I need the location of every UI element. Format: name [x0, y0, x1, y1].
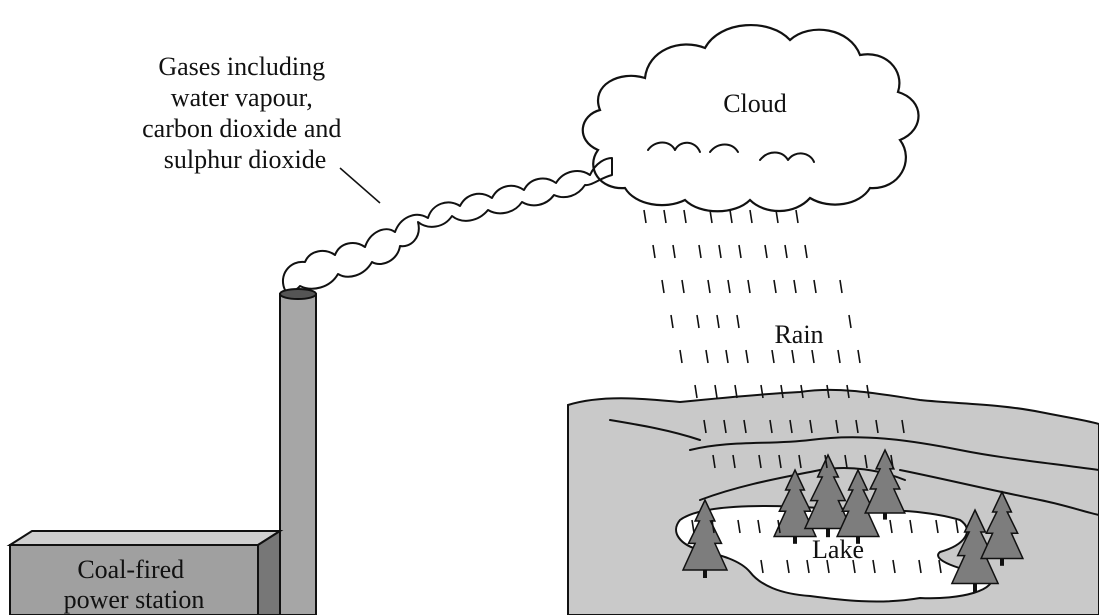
- station-label: Coal-fired power station: [64, 555, 205, 614]
- raindrop: [737, 315, 739, 328]
- gases-label-line-4: sulphur dioxide: [164, 145, 327, 174]
- raindrop: [673, 245, 675, 258]
- raindrop: [653, 245, 655, 258]
- raindrop: [746, 350, 748, 363]
- gases-label-line-3: carbon dioxide and: [142, 114, 341, 143]
- raindrop: [772, 350, 774, 363]
- rain-label: Rain: [774, 320, 823, 349]
- gases-label-line-1: Gases including: [158, 52, 325, 81]
- raindrop: [858, 350, 860, 363]
- lake-label: Lake: [812, 535, 864, 564]
- smoke-plume: [283, 158, 612, 292]
- raindrop: [774, 280, 776, 293]
- raindrop: [682, 280, 684, 293]
- building-side: [258, 531, 280, 615]
- raindrop: [662, 280, 664, 293]
- raindrop: [812, 350, 814, 363]
- raindrop: [814, 280, 816, 293]
- raindrop: [671, 315, 673, 328]
- raindrop: [838, 350, 840, 363]
- raindrop: [785, 245, 787, 258]
- building-top: [10, 531, 280, 545]
- raindrop: [792, 350, 794, 363]
- gases-label-line-2: water vapour,: [171, 83, 313, 112]
- raindrop: [794, 280, 796, 293]
- raindrop: [719, 245, 721, 258]
- raindrop: [805, 245, 807, 258]
- raindrop: [664, 210, 666, 223]
- raindrop: [717, 315, 719, 328]
- raindrop: [750, 210, 752, 223]
- raindrop: [715, 385, 717, 398]
- raindrop: [706, 350, 708, 363]
- raindrop: [796, 210, 798, 223]
- chimney-stack: [280, 294, 316, 615]
- raindrop: [697, 315, 699, 328]
- gases-leader-line: [340, 168, 380, 203]
- cloud-label: Cloud: [723, 89, 787, 118]
- raindrop: [680, 350, 682, 363]
- raindrop: [708, 280, 710, 293]
- raindrop: [695, 385, 697, 398]
- raindrop: [849, 315, 851, 328]
- chimney: [280, 289, 316, 615]
- station-label-line-1: Coal-fired: [77, 555, 184, 584]
- chimney-opening: [280, 289, 316, 299]
- raindrop: [728, 280, 730, 293]
- raindrop: [644, 210, 646, 223]
- raindrop: [726, 350, 728, 363]
- raindrop: [739, 245, 741, 258]
- raindrop: [765, 245, 767, 258]
- station-label-line-2: power station: [64, 585, 205, 614]
- raindrop: [840, 280, 842, 293]
- cloud-outline: [583, 25, 919, 211]
- cloud: [583, 25, 919, 211]
- gases-label: Gases including water vapour, carbon dio…: [142, 52, 348, 174]
- raindrop: [730, 210, 732, 223]
- raindrop: [748, 280, 750, 293]
- raindrop: [699, 245, 701, 258]
- raindrop: [684, 210, 686, 223]
